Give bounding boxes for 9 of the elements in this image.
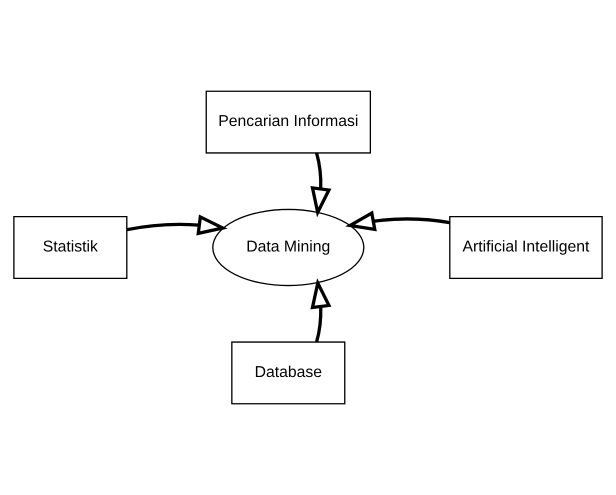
node-box: Pencarian Informasi	[206, 90, 372, 154]
arrow	[310, 278, 332, 342]
arrow	[310, 152, 332, 218]
node-box: Statistik	[13, 216, 128, 280]
node-box: Database	[231, 341, 346, 404]
node-ellipse: Data Mining	[212, 208, 364, 286]
arrow	[126, 214, 228, 236]
node-box: Artificial Intelligent	[449, 216, 603, 280]
arrow	[345, 210, 450, 232]
